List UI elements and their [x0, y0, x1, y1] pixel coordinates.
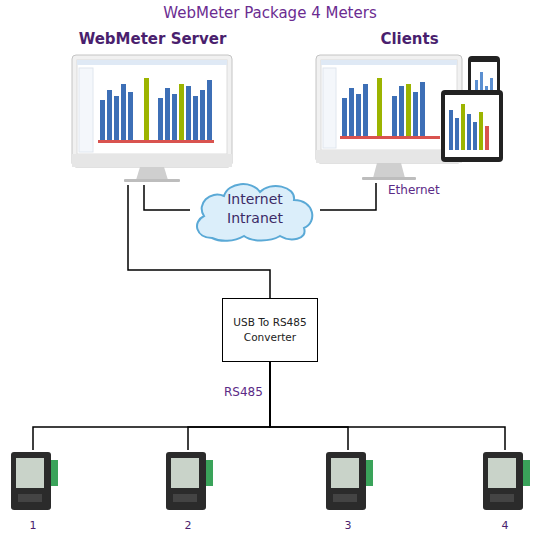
node-heading: WebMeter Server [70, 30, 235, 48]
converter-box: USB To RS485 Converter [222, 298, 318, 362]
meter-number: 4 [478, 519, 532, 532]
edge-label: Ethernet [388, 183, 440, 197]
wire-line [270, 362, 348, 450]
meter-node: 3 [321, 450, 375, 534]
wire-line [188, 362, 270, 450]
client-node: Clients [312, 30, 507, 183]
wire-connector [320, 183, 376, 210]
wire-connector [33, 362, 270, 450]
network-cloud: Internet Intranet [190, 178, 320, 242]
wire-connector [270, 362, 348, 450]
meter-number: 3 [321, 519, 375, 532]
power-meter [326, 452, 373, 510]
wire-line [270, 362, 505, 450]
server-monitor [72, 55, 232, 182]
server-node: WebMeter Server [70, 30, 235, 185]
wire-line [144, 185, 190, 210]
meter-number: 1 [6, 519, 60, 532]
meter-node: 4 [478, 450, 532, 534]
wire-line [320, 183, 376, 210]
wire-line [33, 362, 270, 450]
bus-label: RS485 [224, 385, 263, 399]
node-heading: Clients [312, 30, 507, 48]
meter-number: 2 [161, 519, 215, 532]
tablet [441, 90, 503, 162]
power-meter [166, 452, 213, 510]
power-meter [11, 452, 58, 510]
diagram-title: WebMeter Package 4 Meters [0, 4, 540, 22]
wire-connector [144, 185, 190, 210]
client-monitor [316, 55, 462, 180]
wire-connector [270, 362, 505, 450]
cloud-label: Internet Intranet [208, 190, 302, 228]
box-label: USB To RS485 Converter [223, 311, 317, 349]
power-meter [483, 452, 530, 510]
wire-connector [188, 362, 270, 450]
meter-node: 1 [6, 450, 60, 534]
meter-node: 2 [161, 450, 215, 534]
